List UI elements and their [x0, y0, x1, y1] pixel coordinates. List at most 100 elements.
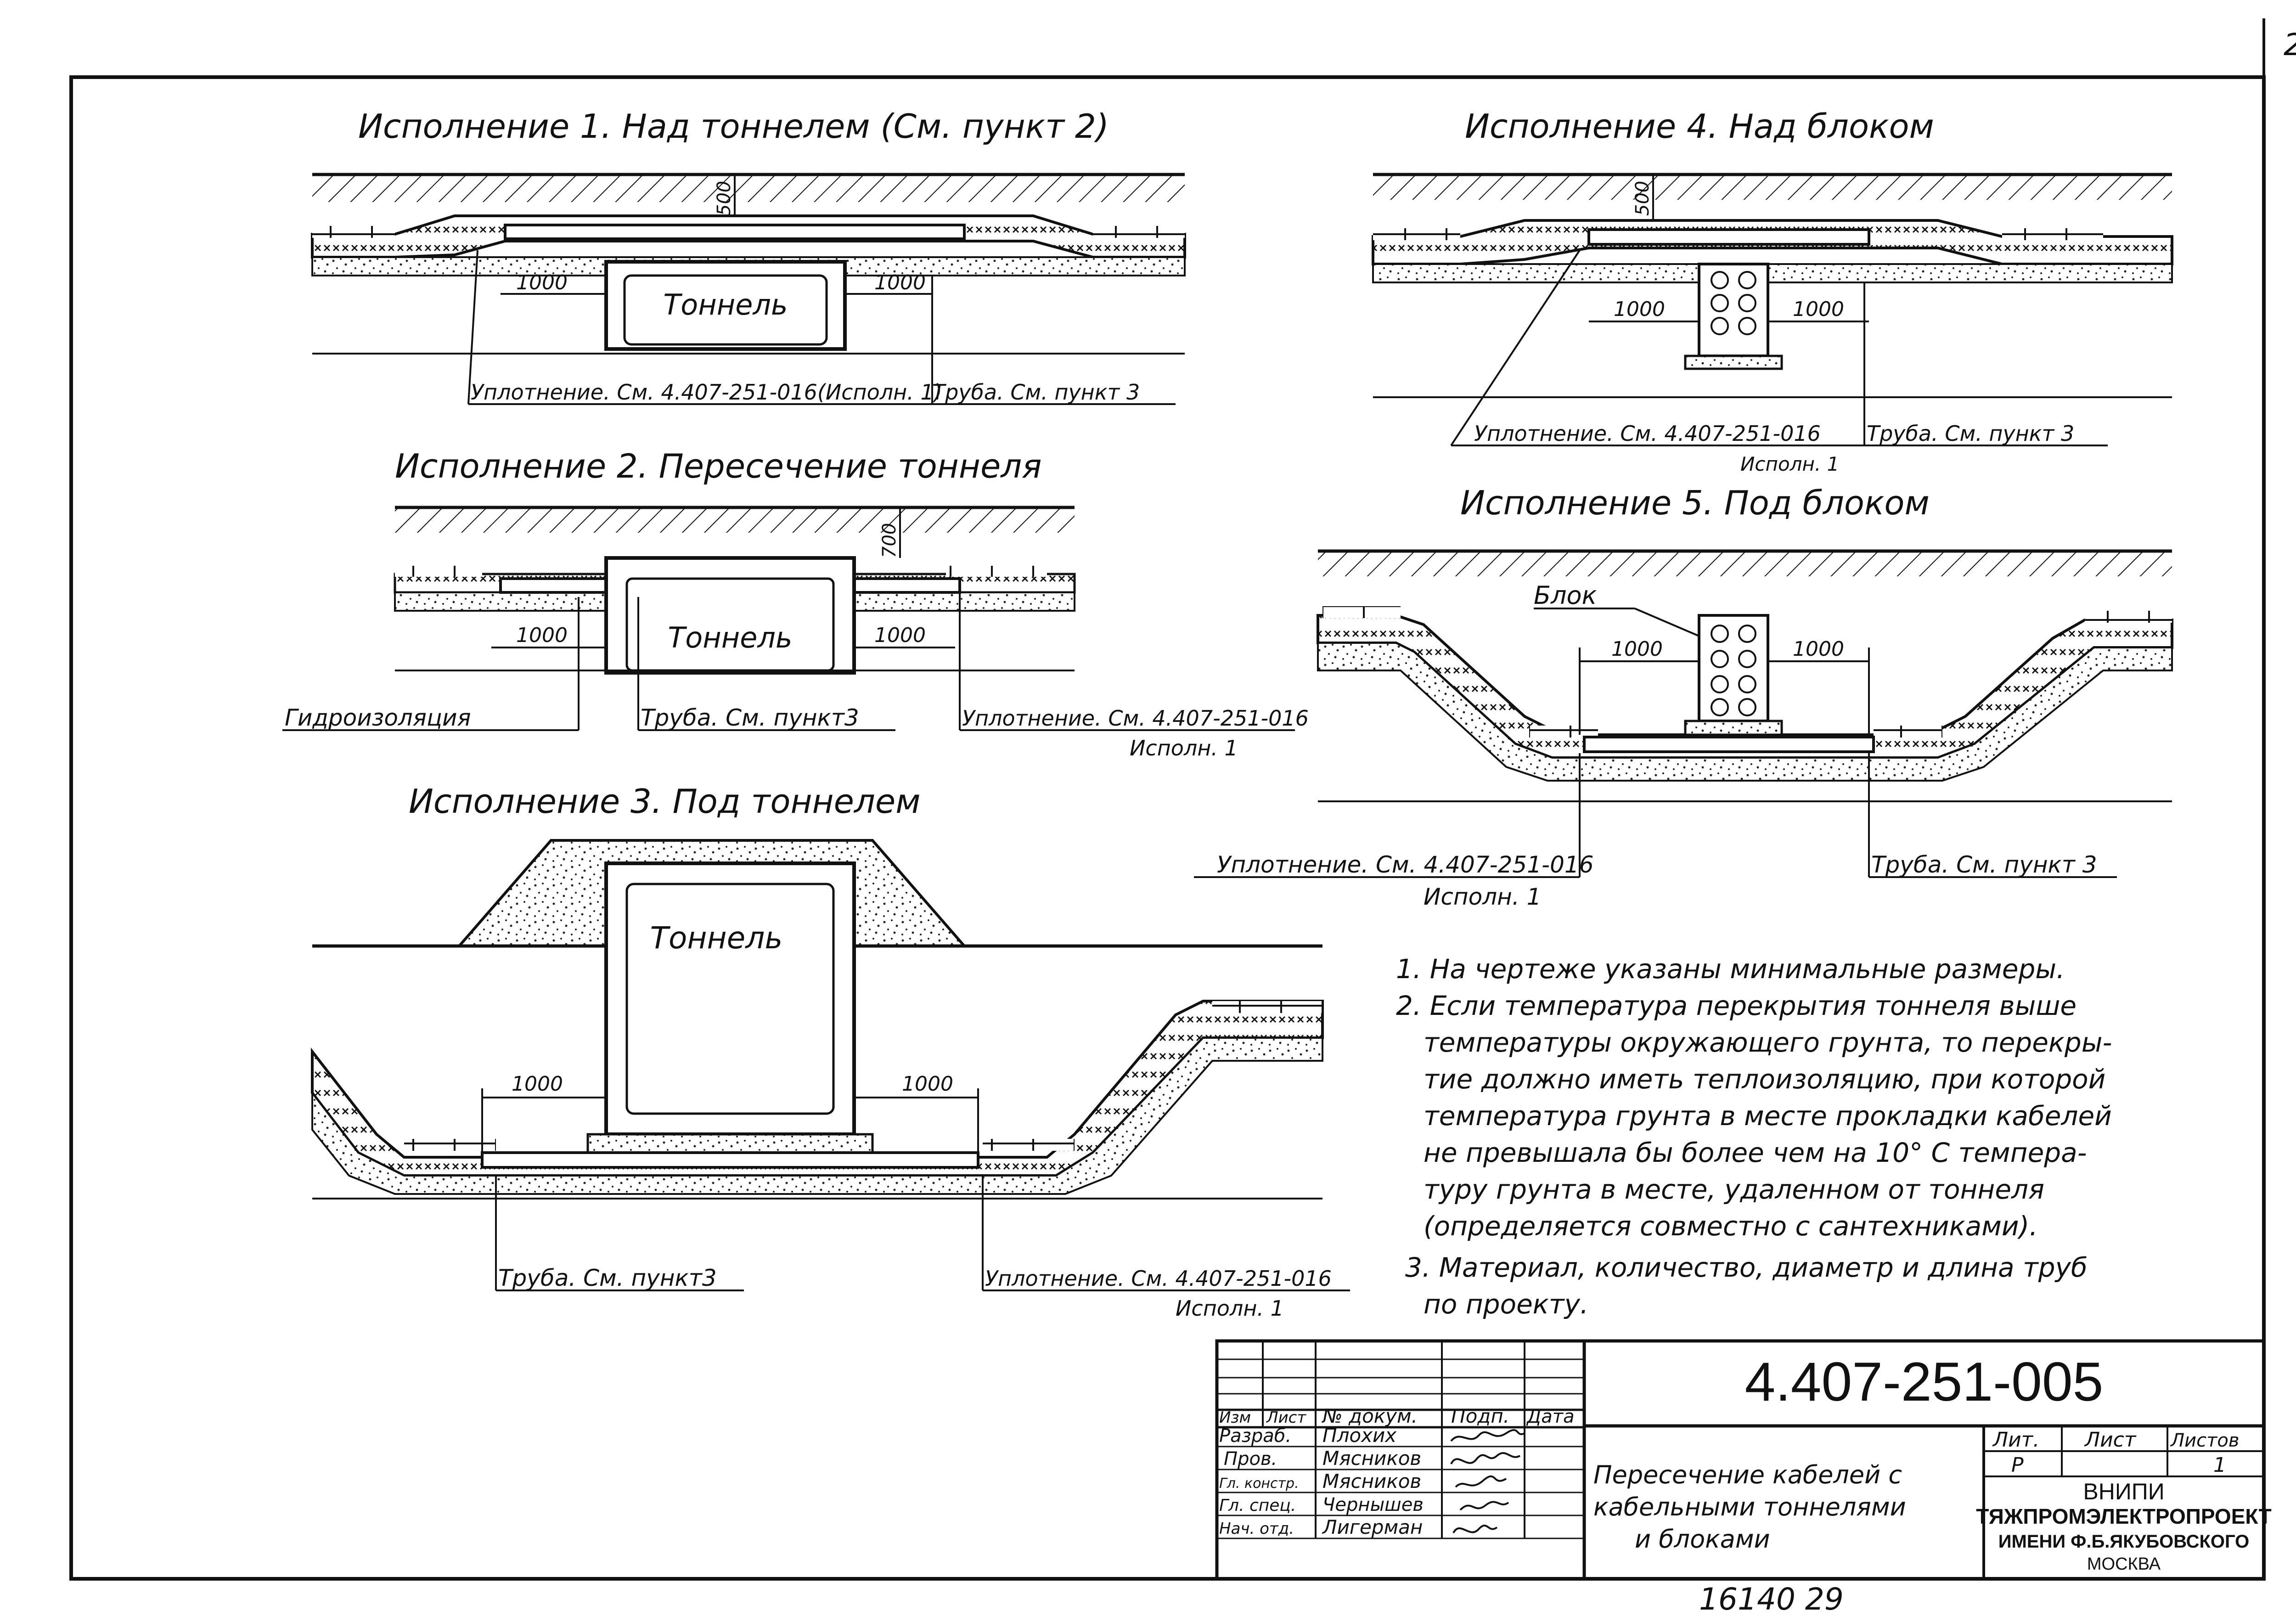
tunnel-label: Тоннель [663, 288, 788, 321]
pipe [481, 1151, 979, 1169]
seal-sub-label: Исполн. 1 [1740, 453, 1839, 475]
bricks-right [1093, 226, 1185, 238]
pipe [504, 224, 966, 240]
bricks-left [395, 566, 482, 577]
tb-name: Чернышев [1322, 1494, 1424, 1515]
doc-description: и блоками [1635, 1525, 1770, 1554]
sheet-code: 16140 29 [1699, 1582, 1844, 1616]
tb-role: Нач. отд. [1219, 1520, 1294, 1538]
dim-depth: 700 [879, 523, 900, 558]
seal-label: Уплотнение. См. 4.407-251-016(Исполн. 1) [471, 380, 942, 405]
variant-5-title: Исполнение 5. Под блоком [1460, 484, 1930, 522]
dim-right: 1000 [874, 624, 926, 647]
seal-label: Уплотнение. См. 4.407-251-016 [985, 1266, 1332, 1291]
variant-1: Исполнение 1. Над тоннелем (См. пункт 2)… [311, 107, 1186, 405]
tunnel [604, 861, 856, 1136]
bricks-bottom-left [1529, 726, 1598, 738]
dim-left: 1000 [1614, 298, 1665, 321]
doc-description: кабельными тоннелями [1593, 1492, 1906, 1521]
tb-name: Мясников [1322, 1470, 1421, 1492]
pipe-label: Труба. См. пункт3 [498, 1265, 717, 1291]
note-line: температура грунта в месте прокладки каб… [1424, 1100, 2112, 1132]
ground-hatch [312, 175, 1185, 202]
doc-number: 4.407-251-005 [1745, 1351, 2104, 1413]
seal-label: Уплотнение. См. 4.407-251-016 [1474, 421, 1821, 446]
outer-frame [69, 75, 2266, 1581]
tb-header: Дата [1526, 1406, 1575, 1427]
waterproof-label: Гидроизоляция [285, 704, 471, 731]
tunnel-label: Тоннель [650, 920, 783, 956]
bricks-left [1322, 606, 1401, 618]
variant-2: Исполнение 2. Пересечение тоннеля Тоннел… [282, 447, 1309, 760]
lit-label: Лит. [1992, 1428, 2039, 1452]
sheets-label: Листов [2170, 1430, 2239, 1451]
bricks-right [946, 566, 1047, 577]
sheets-value: 1 [2213, 1453, 2226, 1477]
dim-left: 1000 [516, 271, 568, 294]
tb-header: Лист [1266, 1408, 1306, 1427]
dim-left: 1000 [512, 1072, 563, 1096]
dim-right: 1000 [902, 1072, 953, 1096]
bricks-right [983, 1139, 1075, 1151]
dim-left: 1000 [1611, 637, 1663, 661]
dim-right: 1000 [1793, 637, 1844, 661]
page-number: 28 [2284, 27, 2296, 62]
variant-4-title: Исполнение 4. Над блоком [1465, 107, 1934, 146]
cable-block [1698, 614, 1769, 722]
sand-layer [1317, 642, 2173, 782]
bricks-right [2002, 228, 2103, 240]
sheet-label: Лист [2084, 1428, 2137, 1452]
variant-2-title: Исполнение 2. Пересечение тоннеля [395, 447, 1042, 485]
tb-name: Лигерман [1322, 1516, 1423, 1538]
pipe-label: Труба. См. пункт 3 [1871, 851, 2097, 878]
block-footing [1684, 720, 1783, 736]
org-name: ТЯЖПРОМЭЛЕКТРОПРОЕКТ [1976, 1504, 2271, 1528]
bricks-bottom-right [1874, 726, 1942, 738]
ground-hatch [1373, 175, 2172, 200]
note-line: 2. Если температура перекрытия тоннеля в… [1396, 990, 2077, 1021]
tb-role: Пров. [1224, 1448, 1277, 1470]
pipe-label: Труба. См. пункт3 [641, 704, 859, 731]
seal-sub-label: Исполн. 1 [1176, 1296, 1284, 1321]
seal-label: Уплотнение. См. 4.407-251-016 [962, 706, 1309, 731]
tb-header: № докум. [1322, 1405, 1418, 1427]
bricks-right [2085, 611, 2172, 623]
note-line: по проекту. [1424, 1289, 1588, 1320]
variant-5: Исполнение 5. Под блоком Блок 1000 1000 [1194, 484, 2173, 910]
lit-value: Р [2011, 1453, 2024, 1477]
tunnel [604, 556, 856, 675]
note-line: 3. Материал, количество, диаметр и длина… [1405, 1252, 2088, 1283]
ground-hatch [395, 507, 1075, 533]
tb-header: Изм [1219, 1408, 1251, 1427]
cable-block [1698, 263, 1769, 357]
notes: 1. На чертеже указаны минимальные размер… [1396, 953, 2112, 1320]
block-label: Блок [1534, 581, 1597, 610]
seal-sub-label: Исполн. 1 [1130, 736, 1238, 760]
note-line: туру грунта в месте, удаленном от тоннел… [1424, 1174, 2044, 1205]
tb-header: Подп. [1451, 1405, 1509, 1427]
note-line: тие должно иметь теплоизоляцию, при кото… [1424, 1064, 2105, 1095]
bricks-left [404, 1139, 496, 1151]
note-line: температуры окружающего грунта, то перек… [1424, 1027, 2112, 1058]
seal-sub-label: Исполн. 1 [1424, 884, 1541, 910]
dim-left: 1000 [516, 624, 568, 647]
sand-layer [1372, 263, 2173, 283]
doc-description: Пересечение кабелей с [1593, 1460, 1902, 1489]
bricks-left [1373, 228, 1460, 240]
dim-depth: 500 [714, 181, 735, 216]
bricks-left [312, 226, 395, 238]
org-name: ИМЕНИ Ф.Б.ЯКУБОВСКОГО [1998, 1532, 2250, 1552]
tb-role: Разраб. [1219, 1425, 1291, 1447]
note-line: 1. На чертеже указаны минимальные размер… [1396, 953, 2065, 985]
block-channels [1711, 625, 1756, 716]
note-line: не превышала бы более чем на 10° С темпе… [1424, 1137, 2087, 1168]
dim-depth: 500 [1632, 181, 1653, 216]
signatures [1450, 1429, 1525, 1534]
title-block: Изм Лист № докум. Подп. Дата Разраб. Про… [1215, 1339, 2272, 1581]
tb-name: Мясников [1322, 1447, 1421, 1470]
pipe [1587, 228, 1870, 246]
pipe-label: Труба. См. пункт 3 [1867, 421, 2074, 446]
org-name: МОСКВА [2087, 1554, 2161, 1574]
tb-role: Гл. спец. [1219, 1496, 1296, 1515]
note-line: (определяется совместно с сантехниками). [1424, 1211, 2038, 1242]
